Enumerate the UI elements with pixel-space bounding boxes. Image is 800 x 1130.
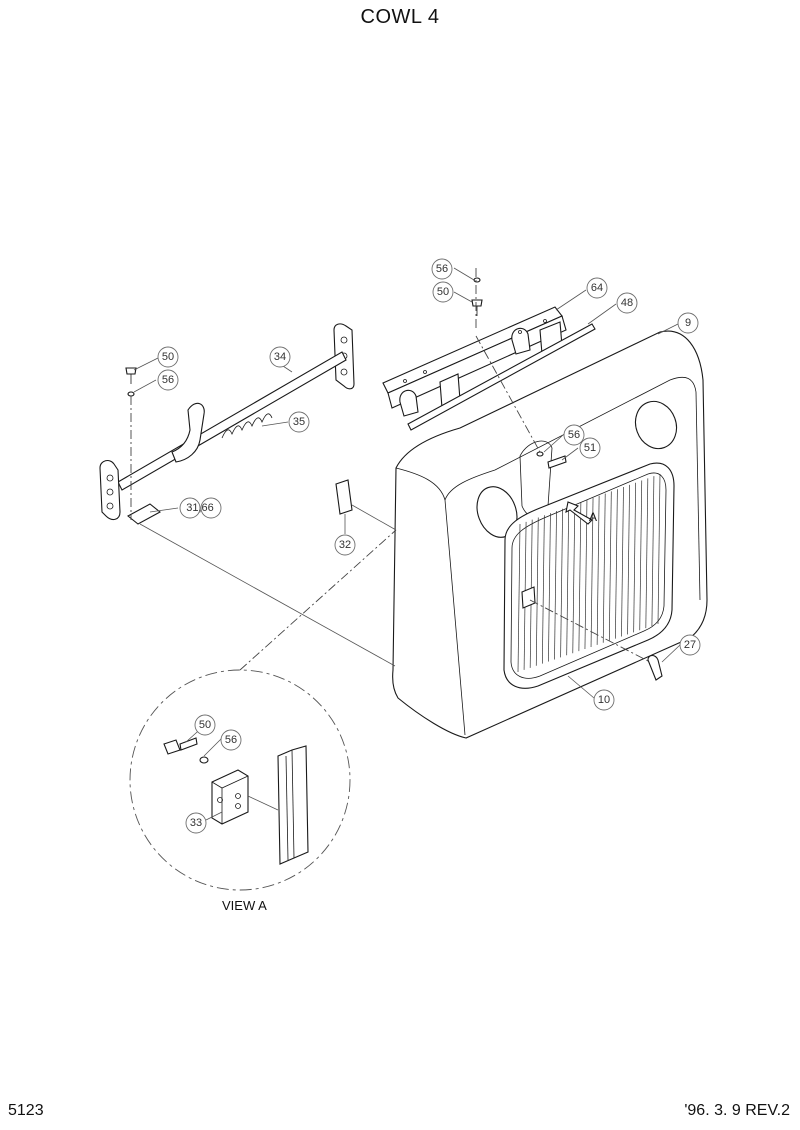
callout-56-cowl-label: 56 xyxy=(568,429,580,441)
callout-56-view: 56 xyxy=(220,729,242,751)
callout-56-cowl: 56 xyxy=(563,424,585,446)
grille-slat xyxy=(615,489,618,639)
grille-slat xyxy=(590,497,594,647)
callout-27: 27 xyxy=(679,634,701,656)
callout-31-66: 31,66 xyxy=(179,497,222,519)
callout-50-left-label: 50 xyxy=(162,351,174,363)
callout-56-left-label: 56 xyxy=(162,374,174,386)
view-a-detail xyxy=(129,529,397,891)
leader-lines xyxy=(130,267,681,699)
callout-35: 35 xyxy=(288,411,310,433)
grille-slat xyxy=(517,523,521,673)
revision-date: '96. 3. 9 REV.2 xyxy=(684,1102,790,1119)
grille-slat xyxy=(639,480,643,631)
callout-34: 34 xyxy=(269,346,291,368)
callout-56-view-label: 56 xyxy=(225,734,237,746)
grille-slat xyxy=(584,500,588,650)
grille-slat xyxy=(541,515,545,664)
grille-slat xyxy=(645,478,649,629)
callout-50-top: 50 xyxy=(432,281,454,303)
callout-56-top: 56 xyxy=(431,258,453,280)
callout-9-label: 9 xyxy=(685,317,691,329)
grille-slat xyxy=(657,473,661,625)
hinge-assembly xyxy=(382,306,596,431)
callout-50-left: 50 xyxy=(157,346,179,368)
callout-31-66-label: 31,66 xyxy=(186,502,214,514)
grille-slat xyxy=(608,491,612,641)
callout-32-label: 32 xyxy=(339,539,351,551)
callout-10: 10 xyxy=(593,689,615,711)
grille-slat xyxy=(572,504,576,654)
grille-slat xyxy=(535,517,539,666)
callout-27-label: 27 xyxy=(684,639,696,651)
callout-50-view-label: 50 xyxy=(199,719,211,731)
grille-slat xyxy=(633,482,637,633)
callout-48-label: 48 xyxy=(621,297,633,309)
grille-slat xyxy=(651,476,655,627)
callout-33: 33 xyxy=(185,812,207,834)
callout-9: 9 xyxy=(677,312,699,334)
grille-slat xyxy=(596,495,600,645)
callout-35-label: 35 xyxy=(293,416,305,428)
grille-panel xyxy=(503,462,675,689)
callout-56-top-label: 56 xyxy=(436,263,448,275)
grille-slat xyxy=(578,502,582,652)
callout-48: 48 xyxy=(616,292,638,314)
hardware-bolts xyxy=(125,277,663,681)
view-arrow-label: A xyxy=(589,510,597,524)
grille-slat xyxy=(566,506,570,656)
callout-64-label: 64 xyxy=(591,282,603,294)
grille-slat xyxy=(627,484,630,635)
callout-10-label: 10 xyxy=(598,694,610,706)
callout-50-top-label: 50 xyxy=(437,286,449,298)
callout-32: 32 xyxy=(334,534,356,556)
callout-56-left: 56 xyxy=(157,369,179,391)
grille-slat xyxy=(602,493,606,643)
page-title: COWL 4 xyxy=(360,6,440,28)
callout-34-label: 34 xyxy=(274,351,286,363)
grille-slat xyxy=(554,510,557,660)
callout-64: 64 xyxy=(586,277,608,299)
stay-rod-assembly xyxy=(99,323,355,525)
callout-51-label: 51 xyxy=(584,442,596,454)
grille-slat xyxy=(548,513,551,662)
callout-50-view: 50 xyxy=(194,714,216,736)
grille-slat xyxy=(560,508,563,658)
callout-33-label: 33 xyxy=(190,817,202,829)
view-a-caption: VIEW A xyxy=(222,898,267,913)
page-number: 5123 xyxy=(8,1102,44,1119)
callout-51: 51 xyxy=(579,437,601,459)
grille-slat xyxy=(621,487,624,637)
